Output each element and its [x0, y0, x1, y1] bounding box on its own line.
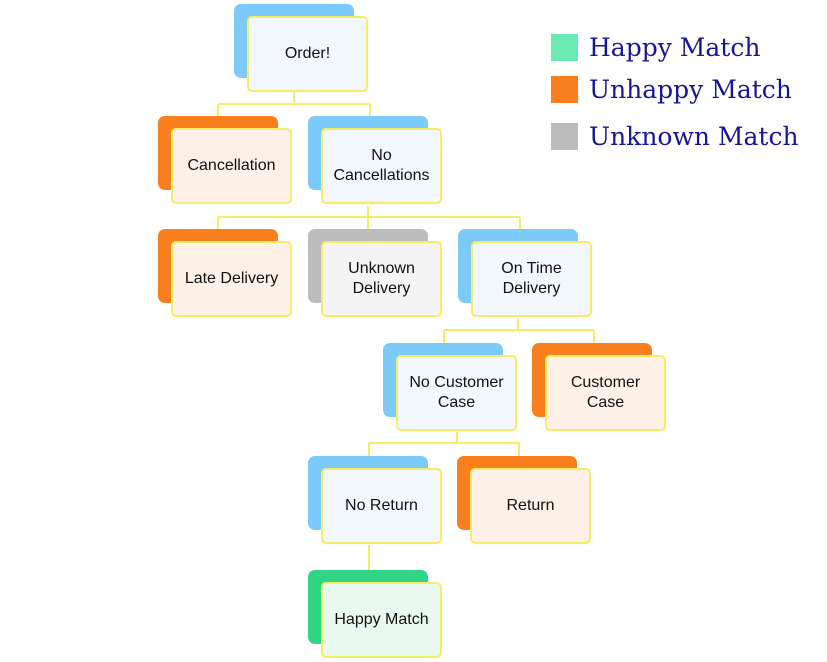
- legend-unknown-match: Unknown Match: [551, 122, 799, 151]
- connector-no-cancellations: [217, 206, 521, 230]
- node-no-cancellations[interactable]: No Cancellations: [308, 116, 444, 206]
- node-unknown-delivery-label: Unknown Delivery: [321, 241, 442, 317]
- legend-swatch-happy: [551, 34, 578, 61]
- legend-unhappy-match: Unhappy Match: [551, 75, 792, 104]
- legend-label-happy: Happy Match: [589, 33, 761, 62]
- node-late-delivery-label: Late Delivery: [171, 241, 292, 317]
- node-customer-case[interactable]: Customer Case: [532, 343, 668, 433]
- node-happy-match-label: Happy Match: [321, 582, 442, 658]
- node-customer-case-label: Customer Case: [545, 355, 666, 431]
- legend-swatch-unknown: [551, 123, 578, 150]
- node-on-time-delivery-label: On Time Delivery: [471, 241, 592, 317]
- node-return-label: Return: [470, 468, 591, 544]
- node-no-customer-case-label: No Customer Case: [396, 355, 517, 431]
- node-late-delivery[interactable]: Late Delivery: [158, 229, 294, 319]
- node-no-customer-case[interactable]: No Customer Case: [383, 343, 519, 433]
- node-no-return[interactable]: No Return: [308, 456, 444, 546]
- legend-happy-match: Happy Match: [551, 33, 760, 62]
- connector-no-customer-case: [368, 432, 520, 456]
- connector-on-time-delivery: [443, 319, 595, 343]
- legend-swatch-unhappy: [551, 76, 578, 103]
- node-happy-match[interactable]: Happy Match: [308, 570, 444, 660]
- node-return[interactable]: Return: [457, 456, 593, 546]
- node-no-cancellations-label: No Cancellations: [321, 128, 442, 204]
- node-cancellation-label: Cancellation: [171, 128, 292, 204]
- node-order[interactable]: Order!: [234, 4, 370, 94]
- node-cancellation[interactable]: Cancellation: [158, 116, 294, 206]
- legend-label-unknown: Unknown Match: [589, 122, 799, 151]
- node-unknown-delivery[interactable]: Unknown Delivery: [308, 229, 444, 319]
- node-order-label: Order!: [247, 16, 368, 92]
- node-on-time-delivery[interactable]: On Time Delivery: [458, 229, 594, 319]
- connector-order: [217, 92, 371, 117]
- node-no-return-label: No Return: [321, 468, 442, 544]
- legend-label-unhappy: Unhappy Match: [589, 75, 792, 104]
